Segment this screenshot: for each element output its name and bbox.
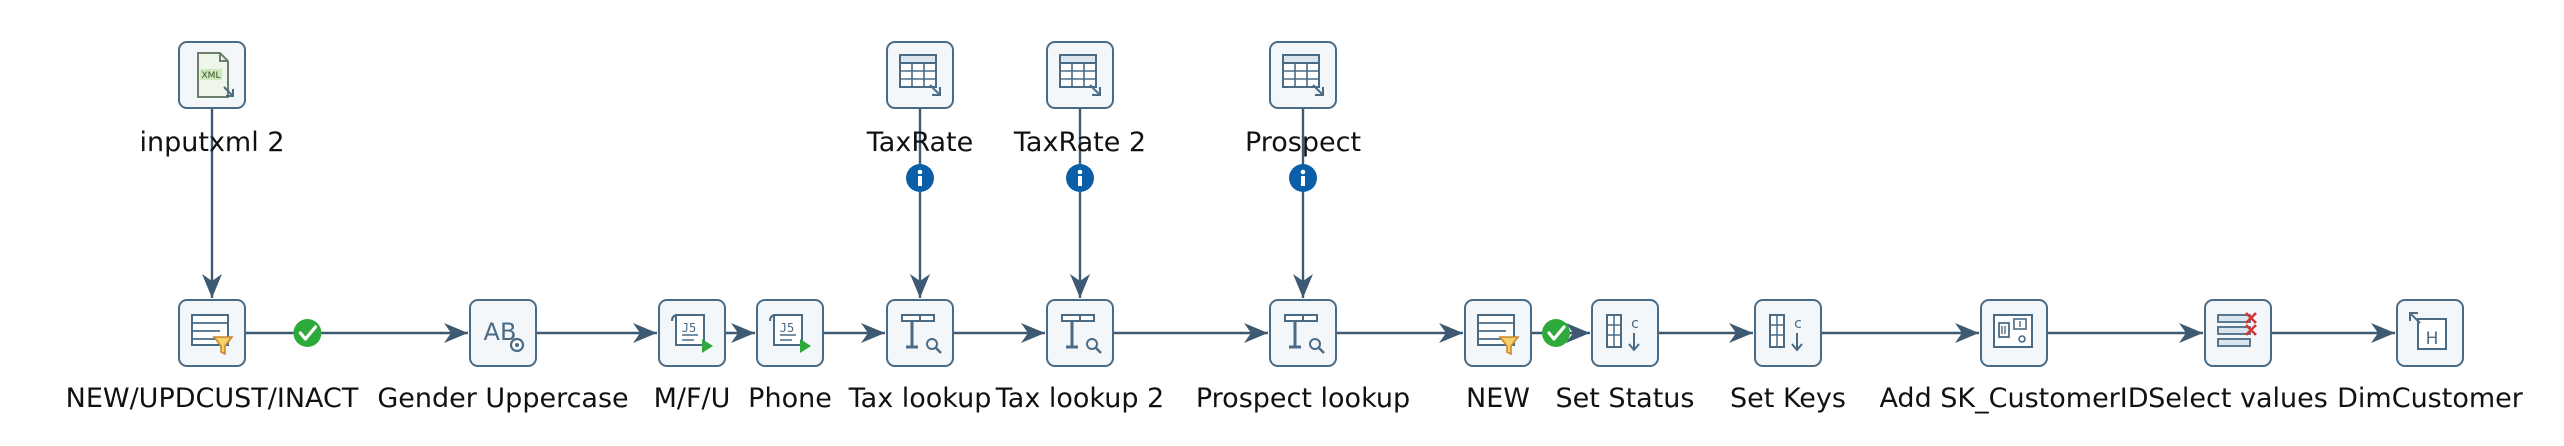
filter-rows-icon bbox=[1477, 314, 1520, 356]
step-box[interactable] bbox=[886, 299, 954, 367]
step-taxrate[interactable]: TaxRate bbox=[866, 41, 973, 158]
table-input-icon bbox=[1282, 54, 1324, 96]
step-label: Gender Uppercase bbox=[377, 383, 628, 414]
step-prospectlookup[interactable]: Prospect lookup bbox=[1196, 299, 1410, 414]
step-prospect[interactable]: Prospect bbox=[1245, 41, 1361, 158]
step-label: TaxRate bbox=[866, 127, 973, 158]
script-icon: J5 bbox=[769, 314, 811, 353]
info-icon bbox=[1066, 164, 1094, 192]
lookup-icon bbox=[901, 314, 942, 354]
step-label: M/F/U bbox=[654, 383, 731, 414]
step-box[interactable] bbox=[1754, 299, 1822, 367]
step-label: Tax lookup 2 bbox=[995, 383, 1165, 414]
svg-text:c: c bbox=[1631, 316, 1639, 332]
step-label: TaxRate 2 bbox=[1013, 127, 1146, 158]
ok-check-icon bbox=[293, 319, 322, 347]
step-label: Set Status bbox=[1556, 383, 1695, 414]
svg-text:J5: J5 bbox=[682, 321, 696, 335]
select-values-icon bbox=[2217, 312, 2257, 347]
info-icon bbox=[1289, 164, 1317, 192]
lookup-icon bbox=[1284, 314, 1325, 354]
steps-layer: XML inputxml 2 TaxRate TaxRate 2 ProspectNEW… bbox=[66, 41, 2524, 414]
step-taxlookup[interactable]: Tax lookup bbox=[848, 299, 992, 414]
step-label: NEW bbox=[1466, 383, 1530, 414]
filter-rows-icon bbox=[191, 314, 234, 356]
string-operations-icon: AB bbox=[484, 318, 525, 353]
sequence-icon bbox=[1993, 314, 2033, 348]
table-output-icon: H bbox=[2409, 312, 2447, 350]
step-addsk[interactable]: Add SK_CustomerID bbox=[1879, 299, 2149, 414]
xml-file-icon: XML bbox=[197, 52, 234, 98]
set-field-value-icon: c bbox=[1606, 314, 1640, 352]
lookup-icon bbox=[1061, 314, 1102, 354]
step-taxlookup2[interactable]: Tax lookup 2 bbox=[995, 299, 1165, 414]
svg-text:J5: J5 bbox=[780, 321, 794, 335]
step-label: Prospect bbox=[1245, 127, 1361, 158]
svg-text:H: H bbox=[2426, 329, 2439, 349]
set-field-value-icon: c bbox=[1769, 314, 1803, 352]
step-label: Set Keys bbox=[1730, 383, 1846, 414]
table-input-icon bbox=[899, 54, 941, 96]
step-dimcustomer[interactable]: H DimCustomer bbox=[2337, 299, 2524, 414]
step-label: Phone bbox=[748, 383, 832, 414]
step-label: Add SK_CustomerID bbox=[1879, 383, 2148, 414]
step-mfu[interactable]: J5M/F/U bbox=[654, 299, 731, 414]
svg-text:XML: XML bbox=[202, 71, 221, 81]
step-filter1[interactable]: NEW/UPDCUST/INACT bbox=[66, 299, 359, 414]
step-box[interactable] bbox=[1046, 299, 1114, 367]
step-label: NEW/UPDCUST/INACT bbox=[66, 383, 359, 414]
step-label: Select values bbox=[2148, 383, 2328, 414]
step-label: Prospect lookup bbox=[1196, 383, 1410, 414]
svg-text:c: c bbox=[1794, 316, 1802, 332]
hops-layer bbox=[202, 108, 2395, 343]
step-label: inputxml 2 bbox=[140, 127, 285, 158]
step-taxrate2[interactable]: TaxRate 2 bbox=[1013, 41, 1146, 158]
info-icon bbox=[906, 164, 934, 192]
step-selectvalues[interactable]: Select values bbox=[2148, 299, 2328, 414]
hop-markers-layer bbox=[293, 164, 1570, 347]
step-inputxml[interactable]: XML inputxml 2 bbox=[140, 41, 285, 158]
step-box[interactable] bbox=[1591, 299, 1659, 367]
step-label: DimCustomer bbox=[2337, 383, 2524, 414]
step-label: Tax lookup bbox=[848, 383, 992, 414]
script-icon: J5 bbox=[671, 314, 713, 353]
ok-check-icon bbox=[1542, 319, 1570, 347]
table-input-icon bbox=[1059, 54, 1101, 96]
step-new[interactable]: NEW bbox=[1464, 299, 1532, 414]
step-box[interactable] bbox=[1269, 299, 1337, 367]
step-gender[interactable]: AB Gender Uppercase bbox=[377, 299, 629, 414]
